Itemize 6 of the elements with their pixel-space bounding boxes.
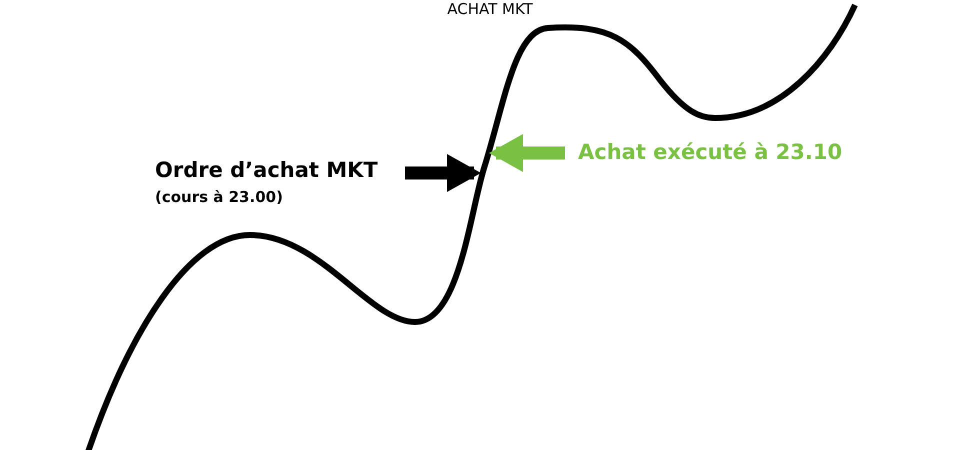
arrow xyxy=(489,134,565,172)
chart-title: ACHAT MKT xyxy=(446,0,534,18)
price-note: (cours à 23.00) xyxy=(155,188,284,206)
annotation-text: Ordre d’achat MKT xyxy=(155,158,378,182)
annotation-text: Achat exécuté à 23.10 xyxy=(578,140,842,164)
arrow xyxy=(405,154,481,192)
